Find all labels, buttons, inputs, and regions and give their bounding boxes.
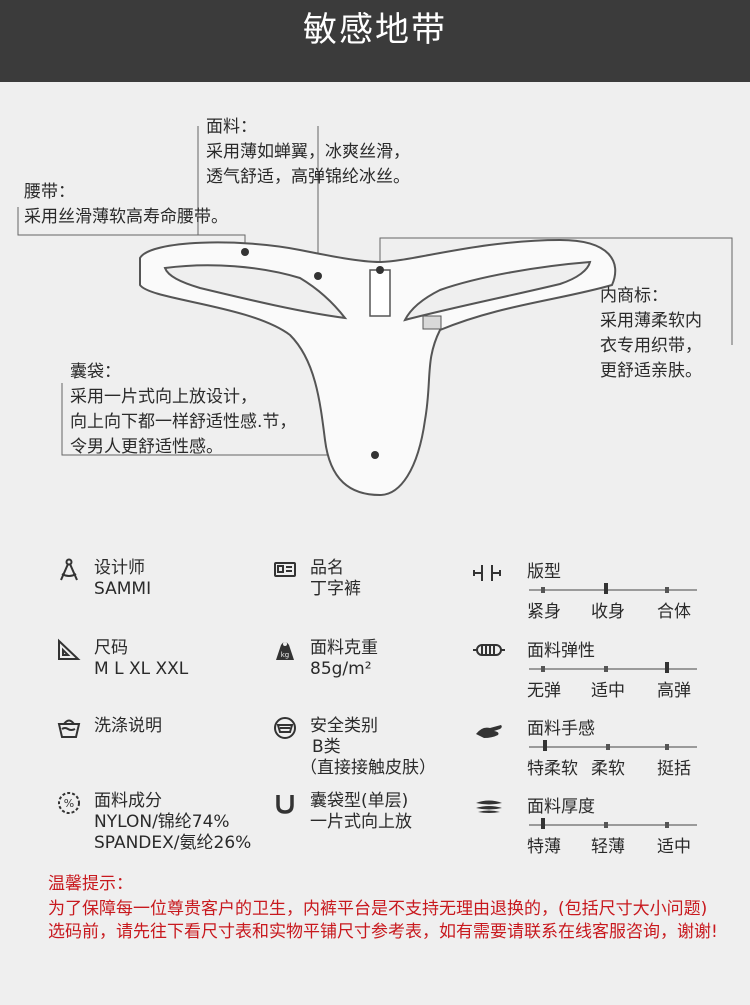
scale-title: 面料手感 (527, 719, 595, 739)
annotation-pouch: 囊袋： 采用一片式向上放设计， 向上向下都一样舒适性感.节， 令男人更舒适性感。 (70, 360, 296, 460)
scale-tick (541, 587, 545, 593)
thong-diagram (17, 126, 733, 497)
annotation-pouch-line: 采用一片式向上放设计， (70, 387, 257, 407)
svg-text:%: % (64, 797, 74, 810)
weight-icon: kg (276, 642, 294, 660)
fabric-layers-icon (476, 800, 502, 813)
spec-label: 品名 (310, 558, 344, 578)
annotation-label-line: 更舒适亲肤。 (600, 361, 702, 381)
spec-label: 设计师 (94, 558, 145, 578)
spec-label: 尺码 (94, 638, 128, 658)
spec-note: （直接接触皮肤） (300, 758, 436, 778)
notice-body: 为了保障每一位尊贵客户的卫生，内裤平台是不支持无理由退换的，(包括尺寸大小问题)… (48, 899, 718, 942)
scale-label: 高弹 (657, 681, 691, 701)
annotation-pouch-title: 囊袋： (70, 362, 121, 382)
scale-label: 合体 (657, 602, 691, 622)
scale-title: 面料弹性 (527, 641, 595, 661)
spec-label: 囊袋型(单层) (310, 791, 409, 811)
warm-notice: 温馨提示： 为了保障每一位尊贵客户的卫生，内裤平台是不支持无理由退换的，(包括尺… (48, 873, 728, 944)
scale-label: 轻薄 (591, 837, 625, 857)
scale-bar (529, 589, 697, 591)
scale-tick-selected (543, 740, 547, 751)
spec-value: 85g/m² (310, 659, 372, 679)
annotation-pouch-line: 令男人更舒适性感。 (70, 437, 223, 457)
scale-tick (541, 666, 545, 672)
scale-bar (529, 824, 697, 826)
scale-title: 面料厚度 (527, 797, 595, 817)
annotation-label-line: 衣专用织带， (600, 336, 702, 356)
annotation-label: 内商标： 采用薄柔软内 衣专用织带， 更舒适亲肤。 (600, 284, 702, 384)
scale-label: 适中 (591, 681, 625, 701)
spec-value: B类 (312, 737, 341, 757)
svg-text:kg: kg (281, 651, 290, 659)
spec-value: SPANDEX/氨纶26% (94, 833, 252, 853)
spec-value: NYLON/锦纶74% (94, 812, 230, 832)
scale-label: 挺括 (657, 759, 691, 779)
annotation-label-title: 内商标： (600, 286, 668, 306)
annotation-waistband: 腰带： 采用丝滑薄软高寿命腰带。 (24, 180, 228, 230)
spec-label: 安全类别 (310, 716, 378, 736)
body-fit-icon (473, 565, 501, 581)
scale-label: 适中 (657, 837, 691, 857)
scale-tick (606, 744, 610, 750)
scale-label: 无弹 (527, 681, 561, 701)
scale-label: 收身 (591, 602, 625, 622)
scale-title: 版型 (527, 562, 561, 582)
annotation-fabric-line: 透气舒适，高弹锦纶冰丝。 (206, 167, 410, 187)
annotation-fabric-line: 采用薄如蝉翼，冰爽丝滑， (206, 142, 410, 162)
spec-value: M L XL XXL (94, 659, 189, 679)
annotation-waistband-title: 腰带： (24, 182, 75, 202)
id-card-icon (274, 562, 296, 577)
wash-basin-icon (57, 719, 81, 738)
hand-feel-icon (476, 725, 502, 738)
spec-label: 洗涤说明 (94, 716, 162, 736)
annotation-fabric: 面料： 采用薄如蝉翼，冰爽丝滑， 透气舒适，高弹锦纶冰丝。 (206, 115, 410, 190)
scale-label: 特薄 (527, 837, 561, 857)
scale-tick-selected (665, 662, 669, 673)
scale-bar (529, 668, 697, 670)
spec-value: 丁字裤 (310, 579, 361, 599)
spec-value: 一片式向上放 (310, 812, 412, 832)
ruler-triangle-icon (58, 638, 81, 660)
percent-badge-icon: % (58, 792, 80, 814)
compass-icon (60, 558, 78, 581)
annotation-pouch-line: 向上向下都一样舒适性感.节， (70, 412, 297, 432)
notice-title: 温馨提示： (48, 874, 133, 894)
annotation-waistband-line: 采用丝滑薄软高寿命腰带。 (24, 207, 228, 227)
scale-label: 特柔软 (527, 759, 578, 779)
annotation-fabric-title: 面料： (206, 117, 257, 137)
spec-label: 面料克重 (310, 638, 378, 658)
annotation-label-line: 采用薄柔软内 (600, 311, 702, 331)
scale-tick (604, 666, 608, 672)
scale-label: 紧身 (527, 602, 561, 622)
spec-label: 面料成分 (94, 791, 162, 811)
scale-tick-selected (541, 818, 545, 829)
mask-icon (274, 717, 296, 739)
page-header: 敏感地带 (0, 0, 750, 82)
scale-tick (665, 744, 669, 750)
spec-value: SAMMI (94, 579, 152, 599)
scale-tick-selected (604, 583, 608, 594)
scale-bar (529, 746, 697, 748)
scale-tick (665, 822, 669, 828)
scale-label: 柔软 (591, 759, 625, 779)
elastic-icon (473, 644, 505, 656)
u-shape-icon (276, 795, 294, 814)
scale-tick (604, 822, 608, 828)
page-title: 敏感地带 (303, 10, 447, 50)
scale-tick (665, 587, 669, 593)
